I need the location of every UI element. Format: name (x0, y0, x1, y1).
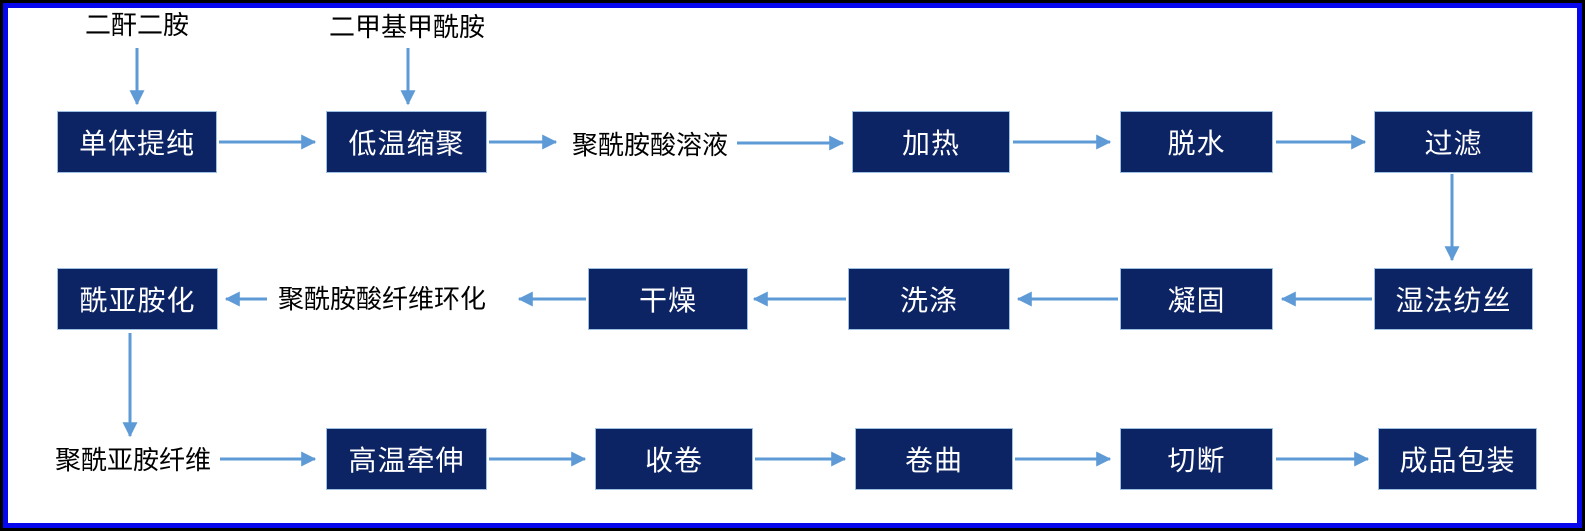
node-product-packaging: 成品包装 (1378, 428, 1537, 490)
label-polyimide-fiber-text: 聚酰亚胺纤维 (54, 446, 211, 475)
node-heating-label: 加热 (901, 129, 960, 160)
label-dimethylformamide: 二甲基甲酰胺 (324, 12, 490, 44)
node-wet-spinning-label: 湿法纺丝 (1395, 286, 1512, 317)
node-washing-label: 洗涤 (899, 286, 958, 317)
node-low-temp-polycondensation: 低温缩聚 (326, 111, 487, 173)
node-monomer-purification: 单体提纯 (57, 111, 217, 173)
node-winding: 收卷 (595, 428, 753, 490)
blue-frame: 二酐二胺 二甲基甲酰胺 聚酰胺酸溶液 聚酰胺酸纤维环化 聚酰亚胺纤维 单体提纯 … (3, 3, 1582, 528)
node-dehydration: 脱水 (1120, 111, 1273, 173)
node-drying-label: 干燥 (638, 286, 697, 317)
label-polyimide-fiber: 聚酰亚胺纤维 (52, 445, 214, 477)
node-filtration-label: 过滤 (1424, 129, 1483, 160)
node-winding-label: 收卷 (644, 446, 703, 477)
node-drying: 干燥 (588, 268, 748, 330)
node-imidization-label: 酰亚胺化 (79, 286, 196, 317)
node-crimping-label: 卷曲 (904, 446, 963, 477)
node-dehydration-label: 脱水 (1167, 129, 1226, 160)
node-coagulation: 凝固 (1120, 268, 1273, 330)
node-high-temp-drawing-label: 高温牵伸 (348, 446, 465, 477)
label-polyamic-acid-fiber-cyclization-text: 聚酰胺酸纤维环化 (277, 285, 486, 314)
node-filtration: 过滤 (1374, 111, 1533, 173)
node-imidization: 酰亚胺化 (57, 268, 218, 330)
node-high-temp-drawing: 高温牵伸 (326, 428, 487, 490)
label-polyamic-acid-solution: 聚酰胺酸溶液 (570, 130, 730, 162)
label-dimethylformamide-text: 二甲基甲酰胺 (328, 13, 485, 42)
node-crimping: 卷曲 (855, 428, 1013, 490)
node-low-temp-polycondensation-label: 低温缩聚 (348, 129, 465, 160)
node-heating: 加热 (852, 111, 1010, 173)
node-cutting-label: 切断 (1167, 446, 1226, 477)
label-polyamic-acid-solution-text: 聚酰胺酸溶液 (571, 131, 728, 160)
node-wet-spinning: 湿法纺丝 (1374, 268, 1533, 330)
label-polyamic-acid-fiber-cyclization: 聚酰胺酸纤维环化 (276, 284, 488, 316)
node-monomer-purification-label: 单体提纯 (78, 129, 195, 160)
node-product-packaging-label: 成品包装 (1399, 446, 1516, 477)
label-dianhydride-diamine-text: 二酐二胺 (84, 11, 189, 40)
node-cutting: 切断 (1120, 428, 1273, 490)
node-coagulation-label: 凝固 (1167, 286, 1226, 317)
label-dianhydride-diamine: 二酐二胺 (61, 10, 213, 42)
node-washing: 洗涤 (848, 268, 1010, 330)
